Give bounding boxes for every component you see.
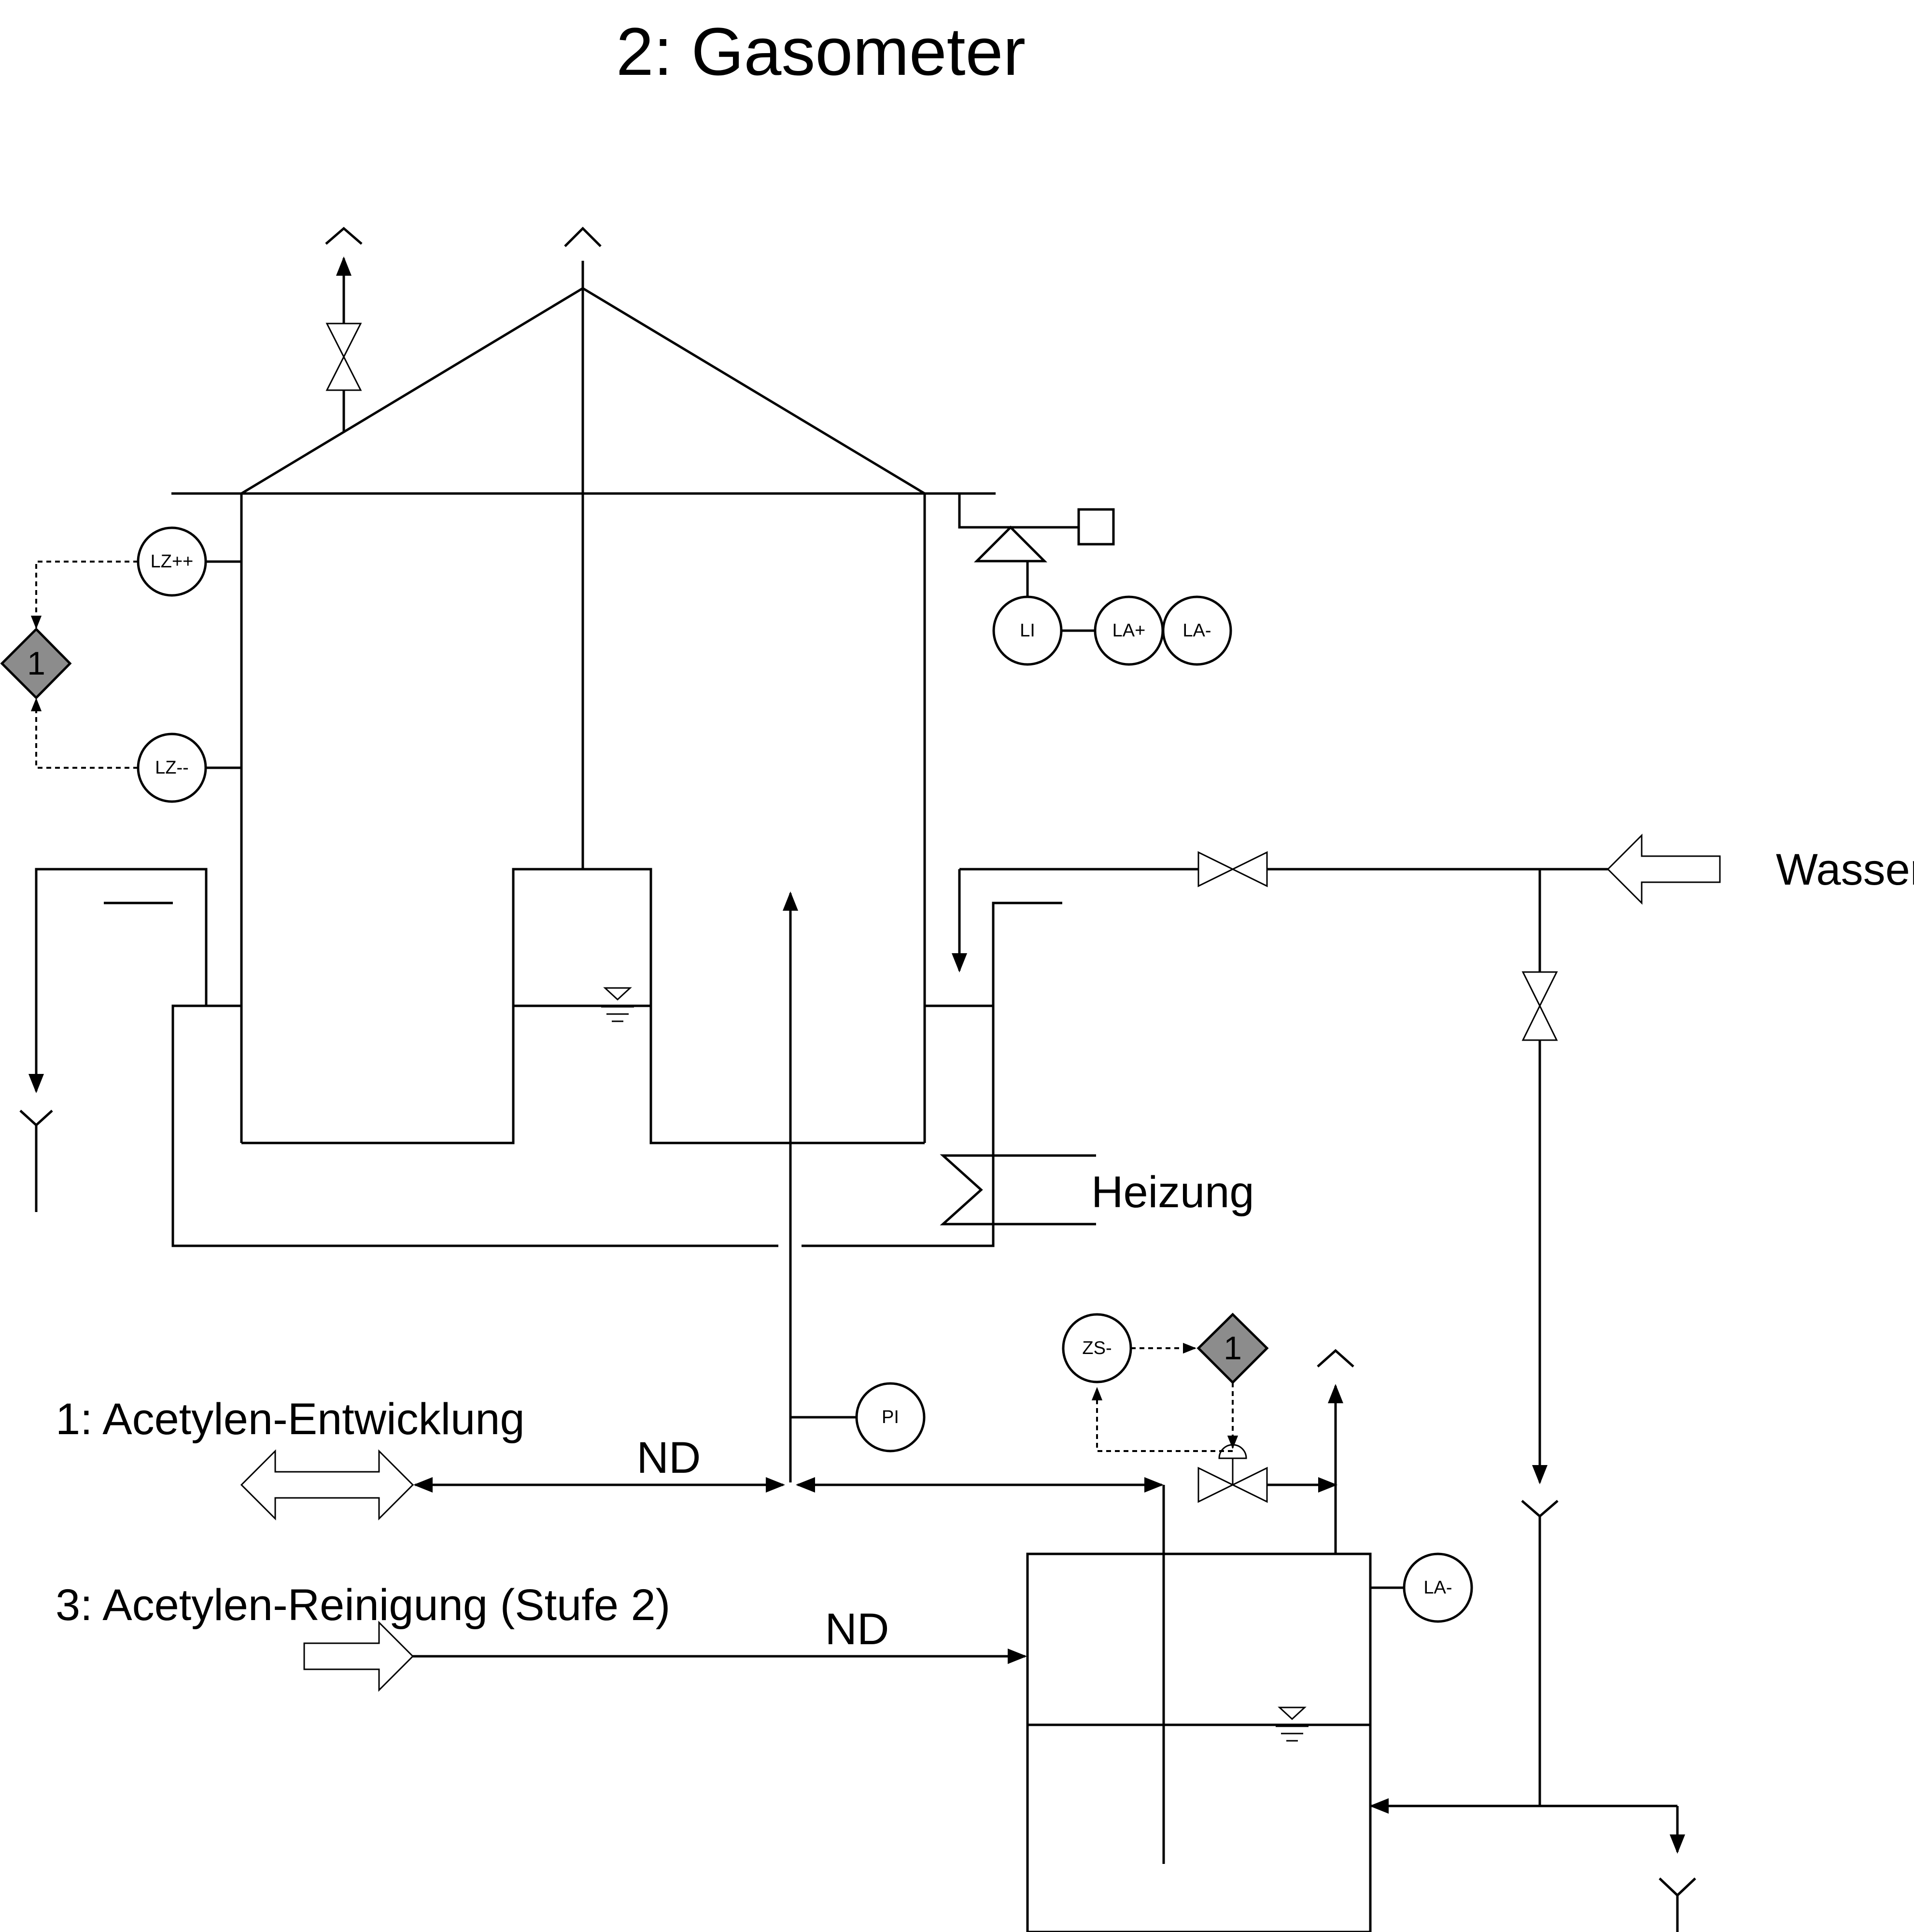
instrument-lz-high[interactable]: LZ++	[137, 526, 207, 597]
source-3-label: 3: Acetylen-Reinigung (Stufe 2)	[56, 1580, 670, 1630]
svg-text:PI: PI	[882, 1407, 899, 1427]
control-valve[interactable]	[1197, 1444, 1268, 1503]
water-supply-line	[952, 868, 1696, 1932]
svg-text:1: 1	[27, 645, 45, 682]
heating-coil	[940, 1154, 1096, 1226]
instrument-la-minus-tank[interactable]: LA-	[1403, 1552, 1473, 1623]
svg-text:LA+: LA+	[1112, 620, 1146, 641]
gasometer-vessel: Heizung	[19, 226, 1254, 1247]
water-seal-tank	[1026, 1552, 1372, 1932]
svg-text:1: 1	[1224, 1330, 1242, 1367]
water-inlet-valve[interactable]	[1197, 851, 1268, 888]
source-1-double-arrow	[240, 1449, 414, 1521]
instrument-la-minus[interactable]: LA-	[1162, 595, 1232, 666]
interlock-left[interactable]: 1	[0, 627, 72, 700]
nd-label-upper: ND	[637, 1433, 701, 1482]
instrument-zs-minus[interactable]: ZS-	[1062, 1313, 1132, 1383]
water-inlet-arrow	[1606, 833, 1721, 905]
svg-text:LZ--: LZ--	[155, 758, 189, 778]
svg-text:ZS-: ZS-	[1082, 1338, 1112, 1358]
svg-text:LZ++: LZ++	[151, 551, 194, 572]
nd-label-lower: ND	[825, 1605, 889, 1654]
instrument-pi[interactable]: PI	[855, 1382, 926, 1453]
instrument-la-plus[interactable]: LA+	[1094, 595, 1164, 666]
water-label: Wasser	[1776, 845, 1914, 894]
svg-text:LA-: LA-	[1182, 620, 1211, 641]
roof-vent-valve[interactable]	[325, 226, 363, 431]
water-branch-valve[interactable]	[1521, 971, 1558, 1041]
svg-text:LA-: LA-	[1423, 1578, 1452, 1598]
instrument-lz-low[interactable]: LZ--	[137, 733, 207, 803]
level-transmitter-assembly	[958, 494, 1115, 597]
diagram-title: 2: Gasometer	[616, 14, 1026, 89]
source-3-arrow	[303, 1621, 414, 1692]
svg-text:LI: LI	[1020, 620, 1035, 641]
heating-label: Heizung	[1091, 1168, 1254, 1217]
interlock-right[interactable]: 1	[1196, 1312, 1269, 1384]
source-1-label: 1: Acetylen-Entwicklung	[56, 1395, 525, 1444]
instrument-li[interactable]: LI	[992, 595, 1063, 666]
water-level-symbol	[601, 987, 634, 1022]
